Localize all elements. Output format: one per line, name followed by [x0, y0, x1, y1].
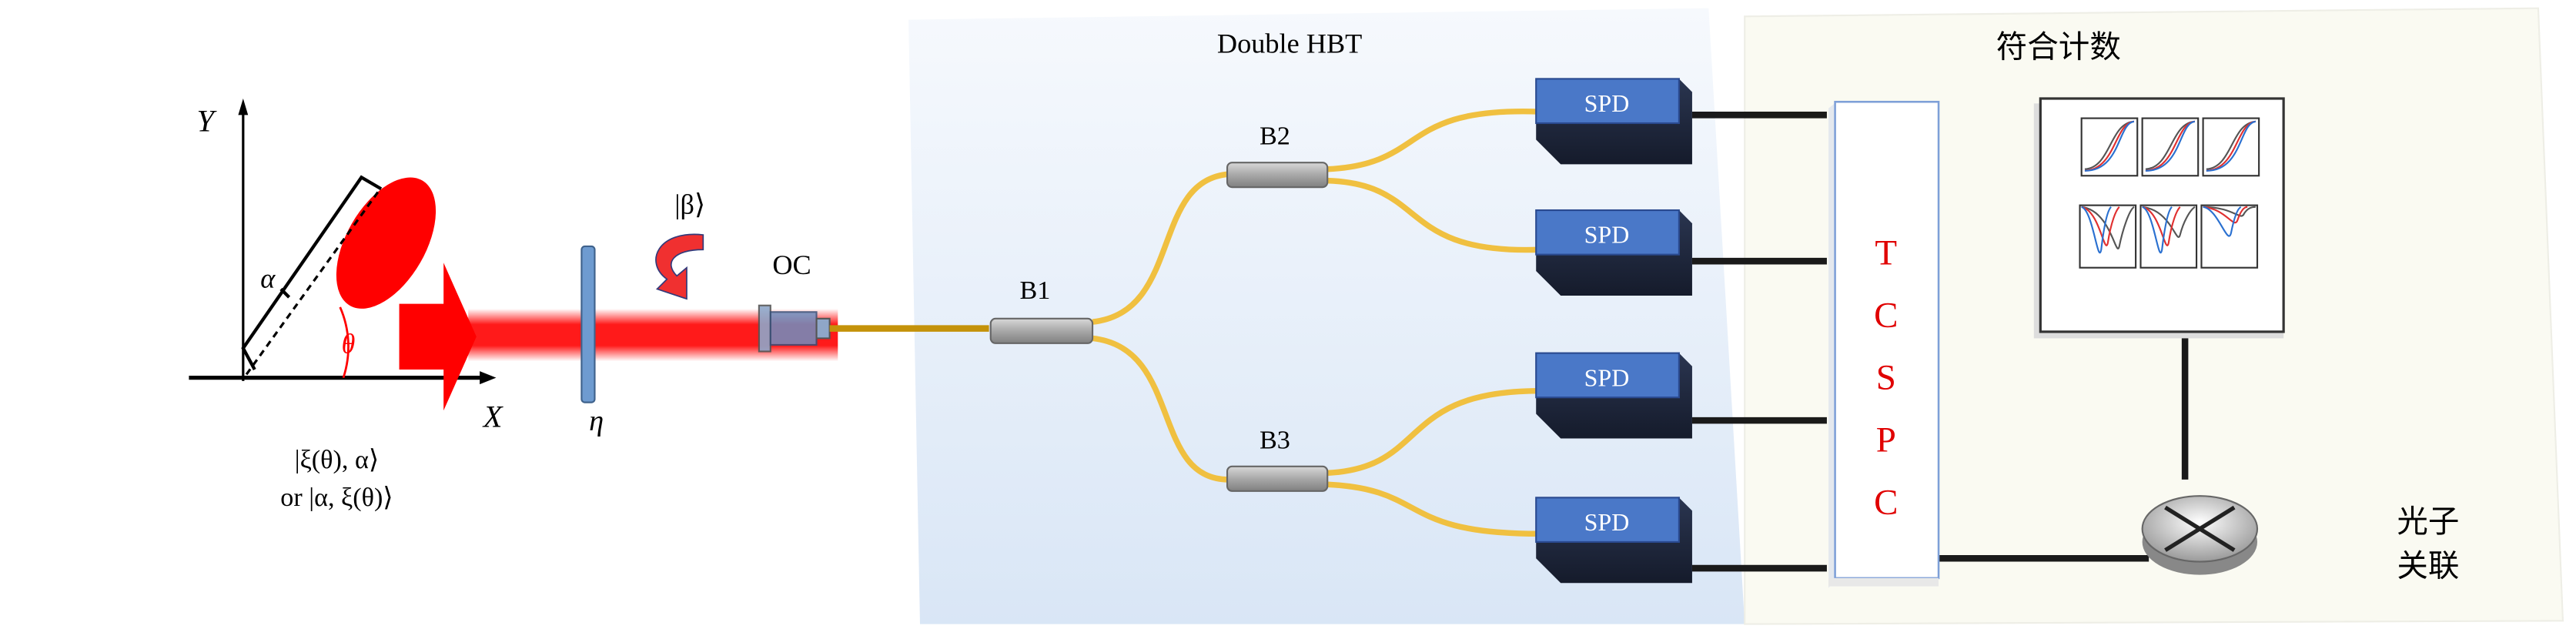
y-axis-label: Y — [196, 104, 217, 139]
coupler-label: OC — [772, 249, 811, 280]
tcspc-letter: P — [1876, 420, 1896, 460]
x-axis-label: X — [482, 400, 504, 434]
phase-space-axes — [189, 98, 497, 385]
correlator-label-line1: 光子 — [2397, 503, 2459, 540]
spd-label: SPD — [1584, 363, 1630, 391]
counting-title: 符合计数 — [1996, 28, 2121, 65]
spd-detector-3: SPD — [1535, 352, 1692, 439]
results-display — [2033, 97, 2285, 339]
theta-label: θ — [341, 329, 355, 360]
displacement-label: |β⟩ — [674, 189, 705, 219]
tcspc-letter: S — [1876, 358, 1896, 398]
tcspc-letter: C — [1874, 296, 1898, 336]
splitter-label-b3: B3 — [1260, 426, 1290, 454]
displacement-bracket — [241, 175, 383, 376]
splitter-label-b1: B1 — [1019, 276, 1050, 305]
hbt-title: Double HBT — [1217, 28, 1362, 59]
splitter-label-b2: B2 — [1260, 122, 1290, 151]
attenuator-label: η — [589, 405, 604, 437]
fiber-splitter-b2 — [1226, 162, 1329, 189]
spd-label: SPD — [1584, 89, 1630, 117]
spd-detector-1: SPD — [1535, 78, 1692, 165]
spd-detector-4: SPD — [1535, 497, 1692, 584]
attenuator-plate — [580, 245, 596, 403]
spd-detector-2: SPD — [1535, 209, 1692, 296]
signal-cables — [1691, 112, 2189, 572]
fiber-splitter-b3 — [1226, 465, 1329, 492]
tcspc-module — [1828, 100, 1940, 588]
tcspc-letter: C — [1874, 483, 1898, 523]
state-label-line1: |ξ(θ), α⟩ — [295, 446, 379, 474]
spd-label: SPD — [1584, 221, 1630, 249]
displacement-arrow-icon — [655, 233, 704, 300]
input-beam-arrow — [399, 263, 477, 411]
fiber-splitter-b1 — [989, 317, 1094, 344]
alpha-label: α — [260, 263, 276, 293]
double-hbt-panel — [908, 8, 1745, 624]
fibers — [1092, 108, 1540, 537]
squeezed-state-ellipse — [336, 177, 437, 309]
state-label-line2: or |α, ξ(θ)⟩ — [280, 483, 393, 512]
result-plot-thumbnails — [2079, 117, 2260, 269]
theta-angle-arc — [339, 306, 350, 379]
correlator-label-line2: 关联 — [2397, 547, 2459, 584]
spd-label: SPD — [1584, 508, 1630, 536]
photon-correlator-icon — [2141, 495, 2259, 575]
tcspc-letter: T — [1875, 233, 1897, 273]
